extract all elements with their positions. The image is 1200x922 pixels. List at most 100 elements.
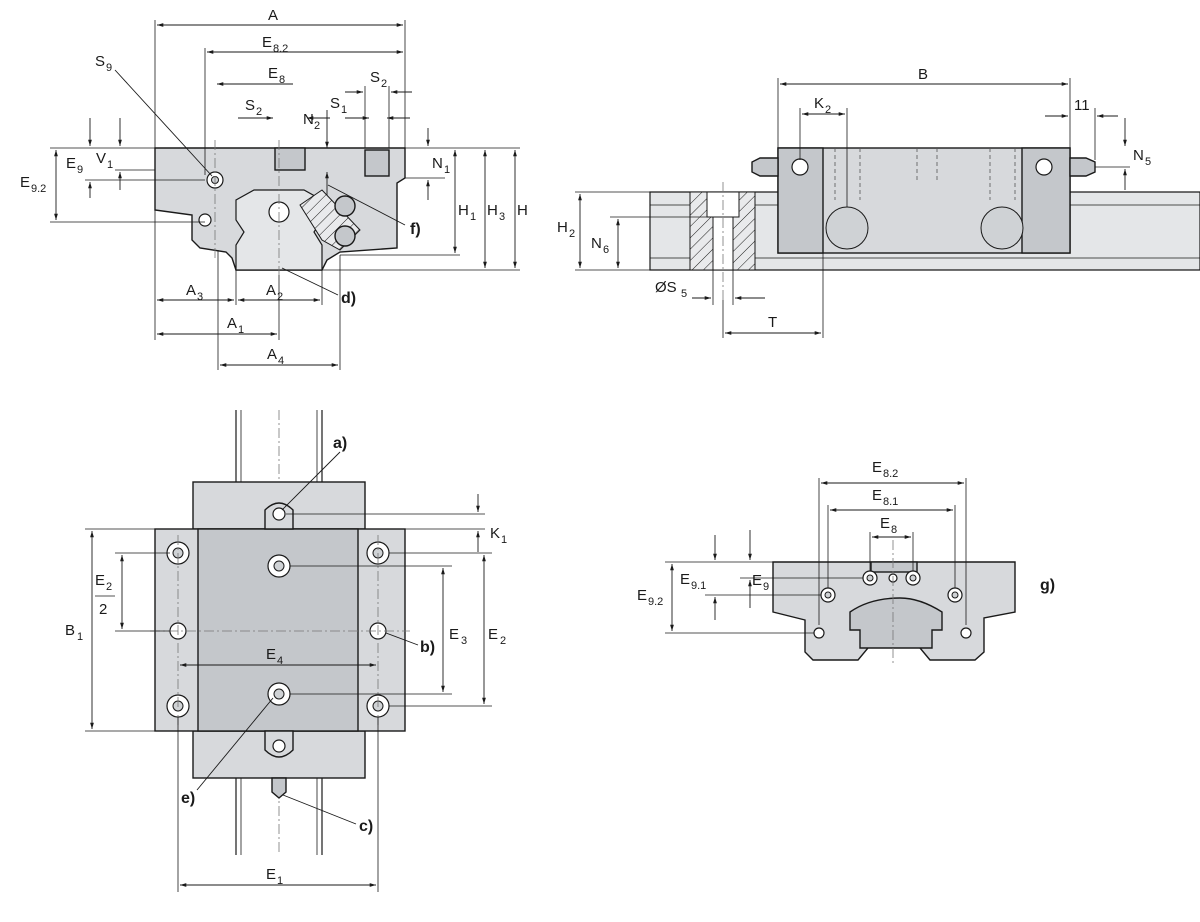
dim-E8-sub: 8: [279, 74, 285, 86]
dim-E9-2-sub: 9.2: [31, 183, 46, 195]
detail-dim-E9-2: E: [637, 587, 647, 604]
dim-K1: K: [490, 525, 500, 542]
dim-E4-sub: 4: [277, 655, 283, 667]
top-view: K 1 E 2 2 B 1 E 3 E 2 E 4 E 1: [65, 410, 507, 892]
dim-N5: N: [1133, 147, 1144, 164]
dim-E1: E: [266, 866, 276, 883]
dim-A3-sub: 3: [197, 291, 203, 303]
detail-dim-E9-1-sub: 9.1: [691, 580, 706, 592]
dim-11: 11: [1074, 97, 1090, 114]
dim-A2: A: [266, 282, 276, 299]
dim-E2-half: E: [95, 572, 105, 589]
dim-T: T: [768, 314, 777, 331]
ball-lower: [334, 225, 356, 247]
dim-N2: N: [303, 111, 314, 128]
detail-dim-E8-1-sub: 8.1: [883, 496, 898, 508]
dim-K1-sub: 1: [501, 534, 507, 546]
dim-E8-2: E: [262, 34, 272, 51]
dim-A1: A: [227, 315, 237, 332]
detail-dim-E8: E: [880, 515, 890, 532]
callout-g: g): [1040, 577, 1055, 594]
end-screw-right: [1035, 158, 1053, 176]
dim-N1: N: [432, 155, 443, 172]
seal-boss-right: [980, 206, 1024, 250]
dim-N2-sub: 2: [314, 120, 320, 132]
top-slot: [274, 147, 306, 171]
dim-H2: H: [557, 219, 568, 236]
dim-E1-sub: 1: [277, 875, 283, 887]
dim-E9-2: E: [20, 174, 30, 191]
dim-H1-sub: 1: [470, 211, 476, 223]
detail-dim-E9-1: E: [680, 571, 690, 588]
side-view: B K 2 11 N 5 H 2 N 6 ØS 5: [557, 66, 1200, 338]
seal-boss-left: [825, 206, 869, 250]
dim-S5-sub: 5: [681, 288, 687, 300]
dim-A1-sub: 1: [238, 324, 244, 336]
dim-E4: E: [266, 646, 276, 663]
dim-S9: S: [95, 53, 105, 70]
dim-H3-sub: 3: [499, 211, 505, 223]
dim-V1: V: [96, 150, 106, 167]
dim-N6: N: [591, 235, 602, 252]
dim-S2-left-sub: 2: [256, 106, 262, 118]
dim-K2: K: [814, 95, 824, 112]
dim-E3-sub: 3: [461, 635, 467, 647]
dim-S5: ØS: [655, 279, 677, 296]
dim-H1: H: [458, 202, 469, 219]
ball-upper: [334, 195, 356, 217]
dim-S2-left: S: [245, 97, 255, 114]
dim-A4: A: [267, 346, 277, 363]
detail-dim-E8-sub: 8: [891, 524, 897, 536]
callout-d: d): [341, 290, 356, 307]
detail-view: E 8.2 E 8.1 E 8 E 9 E 9.1 E 9.2 g): [637, 459, 1055, 665]
dim-S1-sub: 1: [341, 104, 347, 116]
callout-a: a): [333, 435, 347, 452]
lube-port-bottom: [272, 739, 286, 753]
dim-S2-right: S: [370, 69, 380, 86]
dim-E2: E: [488, 626, 498, 643]
dim-E8: E: [268, 65, 278, 82]
dim-V1-sub: 1: [107, 159, 113, 171]
dim-S1: S: [330, 95, 340, 112]
dim-A: A: [268, 7, 278, 24]
dim-B: B: [918, 66, 928, 83]
detail-dim-E8-2-sub: 8.2: [883, 468, 898, 480]
dim-E2-half-sub: 2: [106, 581, 112, 593]
grease-nipple-right: [1069, 157, 1096, 177]
dim-H2-sub: 2: [569, 228, 575, 240]
callout-c: c): [359, 818, 373, 835]
dim-B1-sub: 1: [77, 631, 83, 643]
end-screw-left: [791, 158, 809, 176]
dim-A2-sub: 2: [277, 291, 283, 303]
front-view: A E 8.2 E 8 S 9 S 2 S 2 S 1 N 2: [20, 7, 528, 370]
callout-e: e): [181, 790, 195, 807]
callout-b: b): [420, 639, 435, 656]
dim-E2-sub: 2: [500, 635, 506, 647]
dim-N6-sub: 6: [603, 244, 609, 256]
dim-E2-half-den: 2: [99, 601, 107, 618]
dim-N5-sub: 5: [1145, 156, 1151, 168]
dim-N1-sub: 1: [444, 164, 450, 176]
dim-E3: E: [449, 626, 459, 643]
dim-H3: H: [487, 202, 498, 219]
callout-f: f): [410, 221, 421, 238]
grease-nipple-socket: [364, 149, 390, 177]
detail-dim-E8-1: E: [872, 487, 882, 504]
grease-nipple-left: [751, 157, 779, 177]
dim-S2-right-sub: 2: [381, 78, 387, 90]
dim-B1: B: [65, 622, 75, 639]
detail-rail-channel: [849, 597, 943, 649]
dim-S9-sub: 9: [106, 62, 112, 74]
dim-K2-sub: 2: [825, 104, 831, 116]
dim-E8-2-sub: 8.2: [273, 43, 288, 55]
grease-nipple-top-view: [271, 777, 287, 799]
dim-A3: A: [186, 282, 196, 299]
side-port: [198, 213, 212, 227]
detail-dim-E8-2: E: [872, 459, 882, 476]
detail-top-slot: [870, 561, 918, 573]
dim-A4-sub: 4: [278, 355, 284, 367]
detail-dim-E9-sub: 9: [763, 581, 769, 593]
dim-E9-sub: 9: [77, 164, 83, 176]
dim-H: H: [517, 202, 528, 219]
